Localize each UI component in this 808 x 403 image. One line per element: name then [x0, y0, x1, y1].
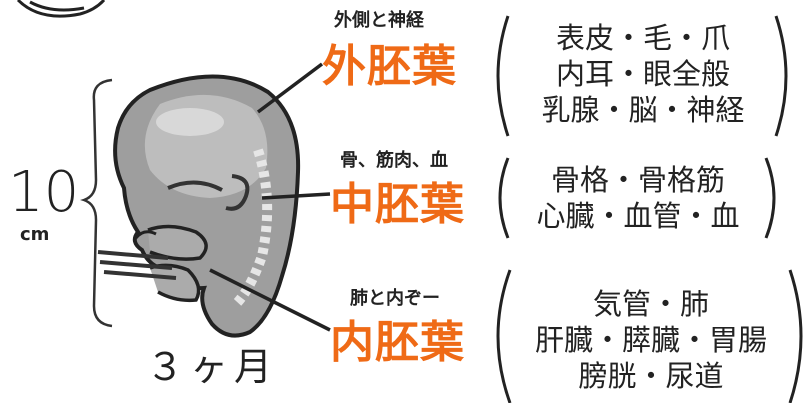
ectoderm-organ-line: 内耳・眼全般: [555, 57, 730, 91]
ectoderm-label: 外胚葉: [322, 41, 457, 92]
book-icon: [16, 0, 106, 18]
endoderm-organ-line: 肝臓・膵臓・胃腸: [534, 323, 767, 357]
age-label: ３ヶ月: [146, 345, 279, 389]
ectoderm-organ-list: 表皮・毛・爪 内耳・眼全般 乳腺・脳・神経: [512, 20, 774, 128]
mesoderm-label: 中胚葉: [330, 179, 465, 230]
organ-brackets: [496, 15, 803, 403]
mesoderm-organ-line: 心臓・血管・血: [536, 199, 740, 233]
endoderm-organ-line: 気管・肺: [592, 287, 709, 321]
ectoderm-sublabel: 外側と神経: [334, 10, 424, 31]
mesoderm-leader-line: [261, 192, 331, 200]
ectoderm-leader-line: [256, 62, 324, 114]
mesoderm-organ-list: 骨格・骨格筋 心臓・血管・血: [512, 162, 764, 234]
endoderm-sublabel: 肺と内ぞー: [350, 288, 440, 309]
endoderm-organ-list: 気管・肺 肝臓・膵臓・胃腸 膀胱・尿道: [508, 286, 794, 394]
endoderm-organ-line: 膀胱・尿道: [578, 359, 724, 393]
mesoderm-sublabel: 骨、筋肉、血: [340, 150, 448, 171]
embryo-illustration: [97, 74, 301, 338]
size-unit: cm: [20, 224, 50, 245]
endoderm-leader-line: [209, 268, 331, 332]
size-brace: [80, 78, 113, 328]
endoderm-label: 内胚葉: [330, 317, 465, 368]
mesoderm-organ-line: 骨格・骨格筋: [550, 163, 725, 197]
ectoderm-organ-line: 表皮・毛・爪: [555, 21, 730, 55]
ectoderm-organ-line: 乳腺・脳・神経: [541, 93, 745, 127]
size-number: 10: [8, 160, 80, 225]
